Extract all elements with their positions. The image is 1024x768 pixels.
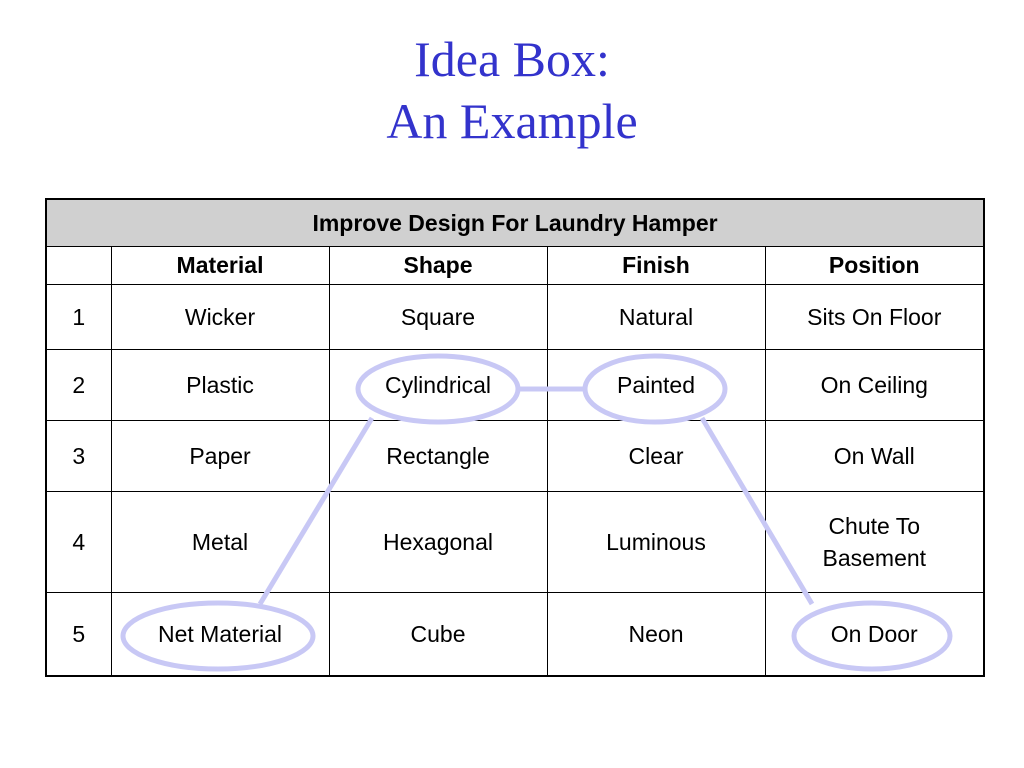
cell-finish: Clear [546, 420, 766, 492]
cell-position: Sits On Floor [764, 284, 985, 350]
column-header-material: Material [110, 246, 330, 285]
table-caption-row: Improve Design For Laundry Hamper [45, 198, 985, 247]
row-number: 4 [45, 491, 112, 593]
column-header-num [45, 246, 112, 285]
row-number: 1 [45, 284, 112, 350]
cell-shape: Square [328, 284, 548, 350]
table-row: 1 Wicker Square Natural Sits On Floor [45, 284, 985, 350]
column-header-row: Material Shape Finish Position [45, 246, 985, 285]
cell-finish: Natural [546, 284, 766, 350]
cell-material: Paper [110, 420, 330, 492]
column-header-position: Position [764, 246, 985, 285]
cell-material: Plastic [110, 349, 330, 421]
table-row: 5 Net Material Cube Neon On Door [45, 592, 985, 677]
cell-shape: Rectangle [328, 420, 548, 492]
cell-position: On Ceiling [764, 349, 985, 421]
idea-box-table: Improve Design For Laundry Hamper Materi… [45, 198, 986, 677]
row-number: 2 [45, 349, 112, 421]
slide-title: Idea Box: An Example [0, 28, 1024, 152]
cell-finish: Painted [546, 349, 766, 421]
table-caption: Improve Design For Laundry Hamper [45, 198, 985, 247]
cell-shape: Cylindrical [328, 349, 548, 421]
cell-material: Net Material [110, 592, 330, 677]
row-number: 5 [45, 592, 112, 677]
table-row: 3 Paper Rectangle Clear On Wall [45, 420, 985, 492]
cell-material: Metal [110, 491, 330, 593]
column-header-shape: Shape [328, 246, 548, 285]
row-number: 3 [45, 420, 112, 492]
cell-position: Chute To Basement [764, 491, 985, 593]
cell-position: On Wall [764, 420, 985, 492]
table-row: 4 Metal Hexagonal Luminous Chute To Base… [45, 491, 985, 593]
cell-material: Wicker [110, 284, 330, 350]
cell-position: On Door [764, 592, 985, 677]
title-line-2: An Example [386, 93, 638, 149]
cell-finish: Luminous [546, 491, 766, 593]
table-row: 2 Plastic Cylindrical Painted On Ceiling [45, 349, 985, 421]
cell-shape: Hexagonal [328, 491, 548, 593]
column-header-finish: Finish [546, 246, 766, 285]
title-line-1: Idea Box: [414, 31, 610, 87]
cell-shape: Cube [328, 592, 548, 677]
cell-finish: Neon [546, 592, 766, 677]
